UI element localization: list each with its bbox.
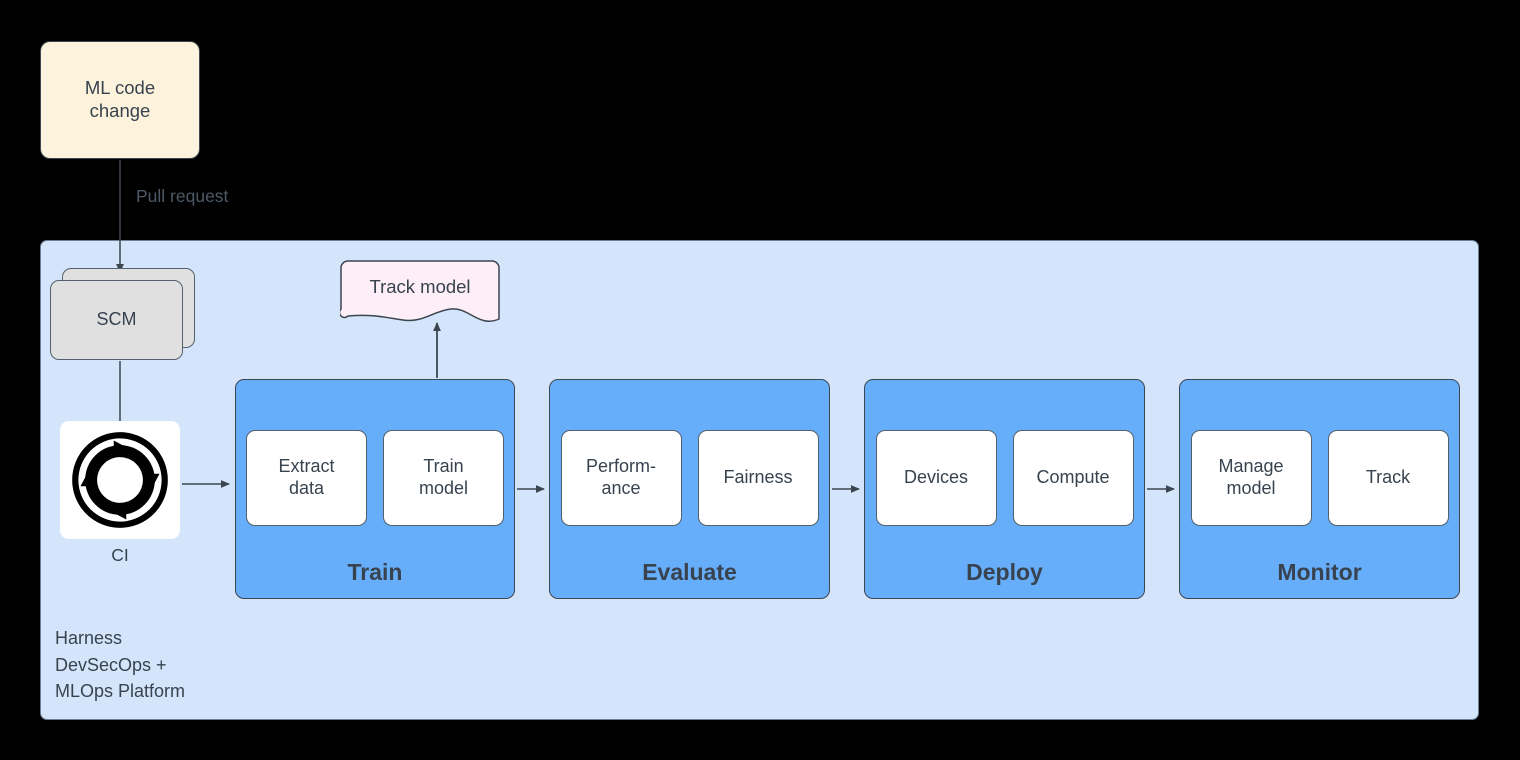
continuous-integration-icon — [72, 432, 168, 528]
stage-deploy: Devices Compute Deploy — [864, 379, 1145, 599]
stage-deploy-title: Deploy — [966, 559, 1043, 585]
stage-evaluate-items: Perform- ance Fairness — [550, 430, 829, 526]
ml-code-change-node: ML code change — [40, 41, 200, 159]
stage-evaluate-item-label: Perform- ance — [585, 456, 656, 498]
stage-monitor-item-label: Manage model — [1218, 456, 1284, 498]
stage-monitor-item-track: Track — [1327, 430, 1449, 526]
stage-evaluate-item-label: Fairness — [723, 467, 793, 488]
scm-label: SCM — [96, 309, 137, 330]
stage-monitor-title: Monitor — [1277, 559, 1362, 585]
ci-label: CI — [111, 545, 129, 565]
stage-train-title: Train — [347, 559, 403, 585]
stage-evaluate-title: Evaluate — [642, 559, 737, 585]
stage-deploy-item-label: Devices — [903, 467, 969, 488]
scm-stack-front-card: SCM — [50, 280, 183, 360]
ml-code-change-label: ML code change — [84, 77, 156, 121]
stage-train-item-label: Train model — [418, 456, 469, 498]
stage-train-item-train-model: Train model — [383, 430, 504, 526]
stage-monitor-item-label: Track — [1365, 467, 1411, 488]
document-shape-icon — [340, 260, 500, 322]
stage-deploy-item-label: Compute — [1036, 467, 1110, 488]
stage-evaluate: Perform- ance Fairness Evaluate — [549, 379, 830, 599]
stage-deploy-items: Devices Compute — [865, 430, 1144, 526]
platform-label: Harness DevSecOps + MLOps Platform — [55, 628, 186, 702]
stage-train: Extract data Train model Train — [235, 379, 515, 599]
stage-monitor-item-manage-model: Manage model — [1190, 430, 1312, 526]
stage-train-item-label: Extract data — [278, 456, 335, 498]
stage-train-item-extract-data: Extract data — [246, 430, 367, 526]
scm-node: SCM — [50, 268, 195, 360]
stage-deploy-item-compute: Compute — [1012, 430, 1134, 526]
stage-monitor: Manage model Track Monitor — [1179, 379, 1460, 599]
track-model-document: Track model — [340, 260, 500, 332]
ci-node — [60, 421, 180, 539]
stage-evaluate-item-fairness: Fairness — [697, 430, 819, 526]
stage-monitor-items: Manage model Track — [1180, 430, 1459, 526]
stage-evaluate-item-performance: Perform- ance — [560, 430, 682, 526]
edge-label-pull-request: Pull request — [136, 186, 229, 206]
track-model-label: Track model — [369, 276, 471, 297]
stage-train-items: Extract data Train model — [236, 430, 514, 526]
stage-deploy-item-devices: Devices — [875, 430, 997, 526]
